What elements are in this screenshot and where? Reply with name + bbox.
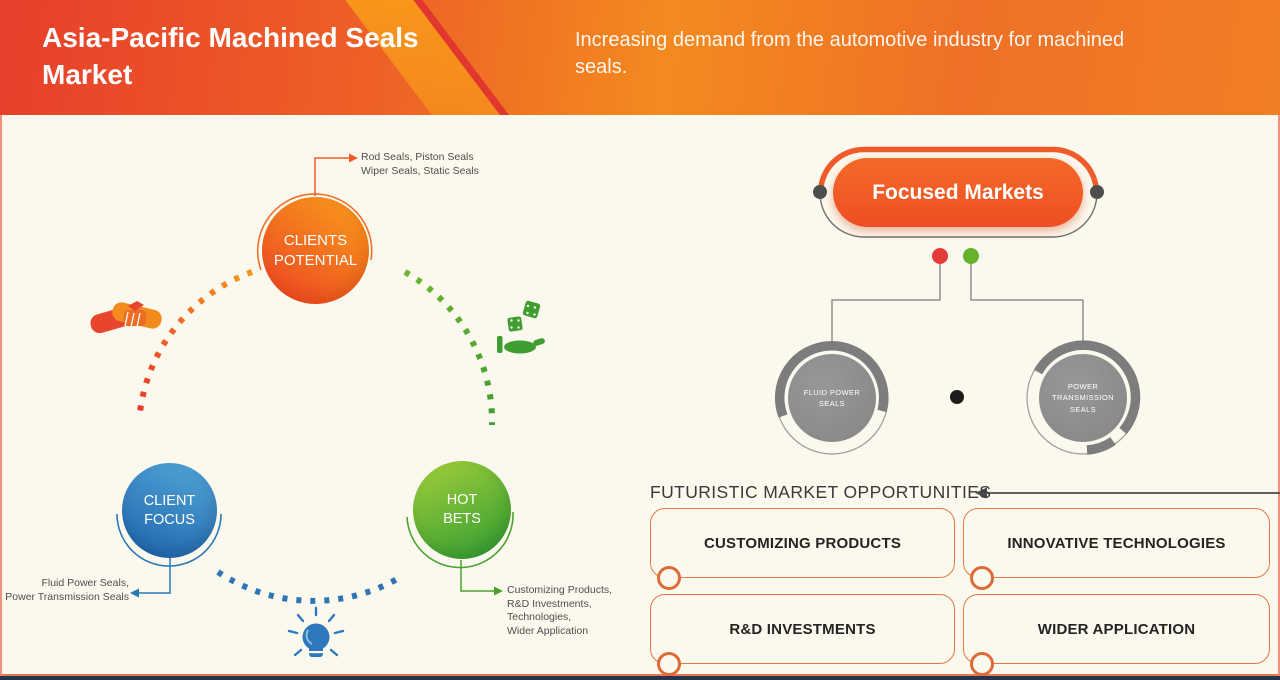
callout-line: Wider Application	[507, 624, 589, 637]
node-label: POWER TRANSMISSION SEALS	[1052, 382, 1114, 414]
hot-bets-circle: HOT BETS	[413, 461, 511, 559]
callout-line: Technologies,	[507, 611, 572, 623]
hot-bets-label: HOT BETS	[443, 492, 481, 527]
opportunity-label: INNOVATIVE TECHNOLOGIES	[1007, 534, 1226, 552]
opportunity-box-customizing-products: CUSTOMIZING PRODUCTS	[650, 508, 955, 590]
focused-markets-label: Focused Markets	[872, 180, 1044, 204]
box-corner-ring	[657, 566, 681, 590]
clients-potential-callout: Rod Seals, Piston Seals Wiper Seals, Sta…	[361, 151, 479, 178]
opportunity-box-wider-application: WIDER APPLICATION	[963, 594, 1270, 676]
callout-line: Customizing Products,	[507, 584, 613, 596]
clients-potential-label: CLIENTS POTENTIAL	[273, 232, 358, 269]
opportunities-heading: FUTURISTIC MARKET OPPORTUNITIES	[650, 482, 992, 502]
clients-potential-circle: CLIENTS POTENTIAL	[262, 197, 369, 304]
node-label: FLUID POWER SEALS	[803, 387, 861, 408]
client-focus-circle: CLIENT FOCUS	[122, 463, 217, 558]
node-fluid-power-seals: FLUID POWER SEALS	[788, 354, 876, 442]
opportunity-label: CUSTOMIZING PRODUCTS	[703, 534, 902, 552]
page-subtitle: Increasing demand from the automotive in…	[575, 29, 1125, 78]
box-corner-ring	[657, 652, 681, 676]
opportunity-label: R&D INVESTMENTS	[729, 620, 876, 638]
header-banner: Asia-Pacific Machined Seals Market Incre…	[0, 0, 1280, 115]
box-corner-ring	[970, 652, 994, 676]
opportunity-label: WIDER APPLICATION	[1037, 620, 1196, 638]
client-focus-callout: Fluid Power Seals, Power Transmission Se…	[0, 577, 129, 604]
hot-bets-callout: Customizing Products, R&D Investments, T…	[507, 584, 612, 638]
opportunity-box-innovative-technologies: INNOVATIVE TECHNOLOGIES	[963, 508, 1270, 590]
callout-line: Power Transmission Seals	[5, 590, 129, 603]
client-focus-label: CLIENT FOCUS	[143, 492, 196, 528]
callout-line: Fluid Power Seals,	[41, 577, 129, 589]
page-title: Asia-Pacific Machined Seals Market	[42, 22, 419, 90]
focused-markets-pill: Focused Markets	[833, 158, 1083, 227]
opportunity-box-rd-investments: R&D INVESTMENTS	[650, 594, 955, 676]
footer-bar	[0, 676, 1280, 680]
node-power-transmission-seals: POWER TRANSMISSION SEALS	[1039, 354, 1127, 442]
callout-line: Rod Seals, Piston Seals	[361, 151, 474, 163]
callout-line: R&D Investments,	[507, 597, 592, 610]
callout-line: Wiper Seals, Static Seals	[361, 164, 479, 177]
box-corner-ring	[970, 566, 994, 590]
